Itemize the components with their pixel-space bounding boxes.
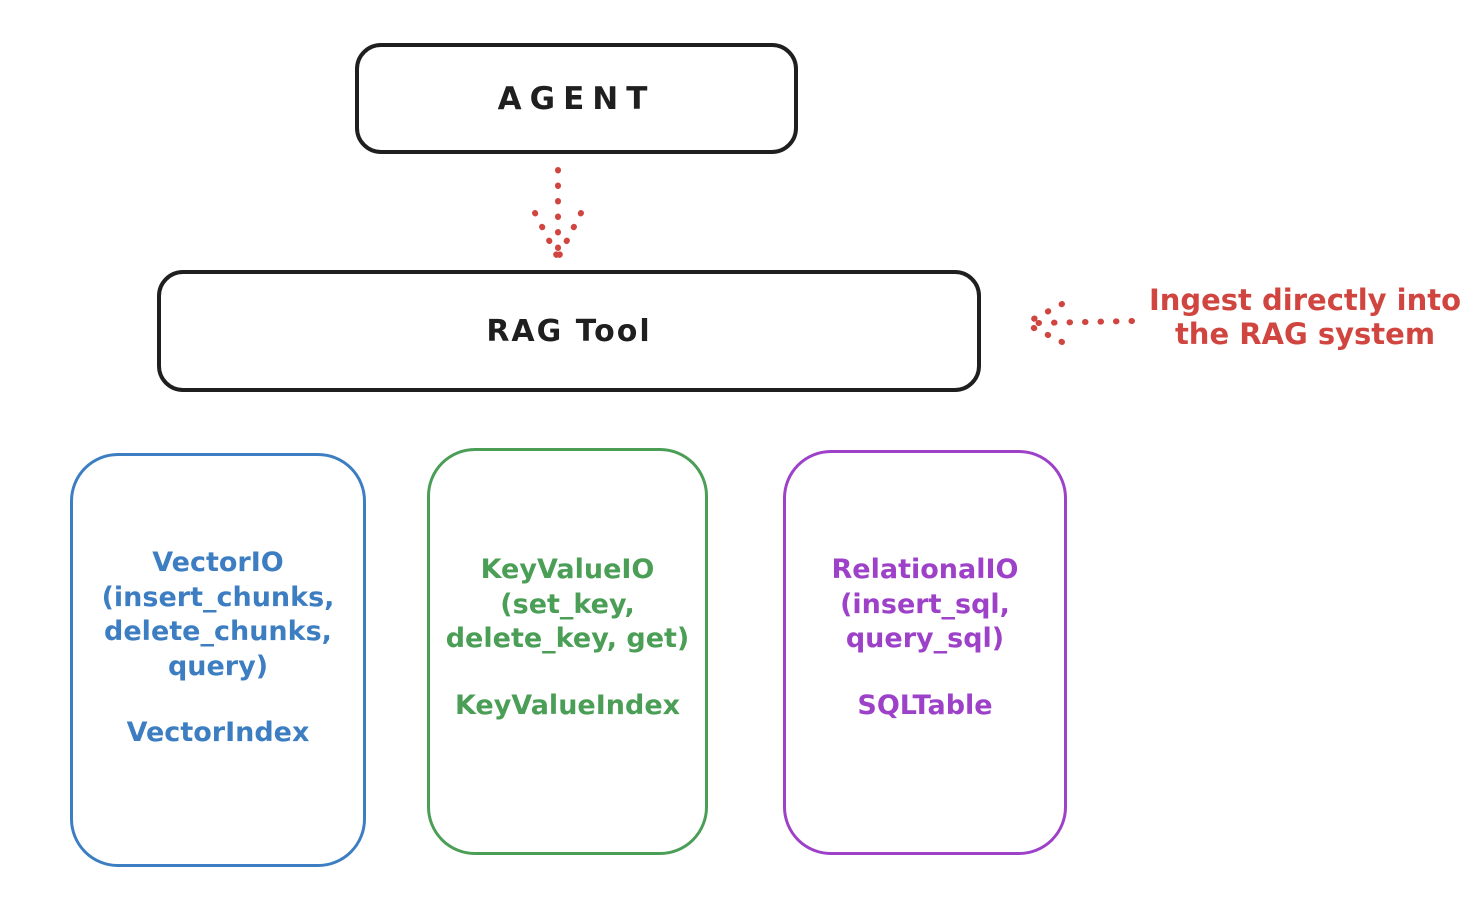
vector-io-title: VectorIO — [152, 547, 284, 578]
annotation-line-2: the RAG system — [1174, 317, 1436, 352]
relational-io-methods-2: query_sql) — [845, 623, 1005, 655]
annotation-line-1: Ingest directly into — [1148, 283, 1462, 317]
keyvalue-index-label: KeyValueIndex — [454, 689, 681, 721]
rag-tool-label: RAG Tool — [486, 313, 652, 349]
keyvalue-io-box: KeyValueIO (set_key, delete_key, get) Ke… — [427, 448, 708, 855]
agent-box: AGENT — [355, 43, 798, 154]
agent-to-rag-arrow — [532, 167, 584, 259]
vector-io-methods-2: delete_chunks, — [104, 616, 332, 648]
keyvalue-io-methods-2: delete_key, get) — [445, 623, 690, 655]
ingest-annotation: Ingest directly into the RAG system — [1140, 283, 1470, 351]
keyvalue-io-methods-1: (set_key, — [500, 588, 635, 620]
annotation-arrow — [1023, 301, 1135, 345]
vector-io-methods-1: (insert_chunks, — [101, 581, 335, 613]
relational-io-methods-1: (insert_sql, — [840, 588, 1010, 620]
vector-index-label: VectorIndex — [126, 717, 310, 749]
rag-tool-box: RAG Tool — [157, 270, 981, 392]
sql-table-label: SQLTable — [857, 689, 993, 721]
keyvalue-io-title: KeyValueIO — [480, 554, 655, 585]
relational-io-title: RelationalIO — [831, 554, 1019, 585]
relational-io-box: RelationalIO (insert_sql, query_sql) SQL… — [783, 450, 1067, 855]
vector-io-methods-3: query) — [167, 650, 269, 682]
vector-io-box: VectorIO (insert_chunks, delete_chunks, … — [70, 453, 366, 867]
agent-label: AGENT — [497, 80, 656, 117]
